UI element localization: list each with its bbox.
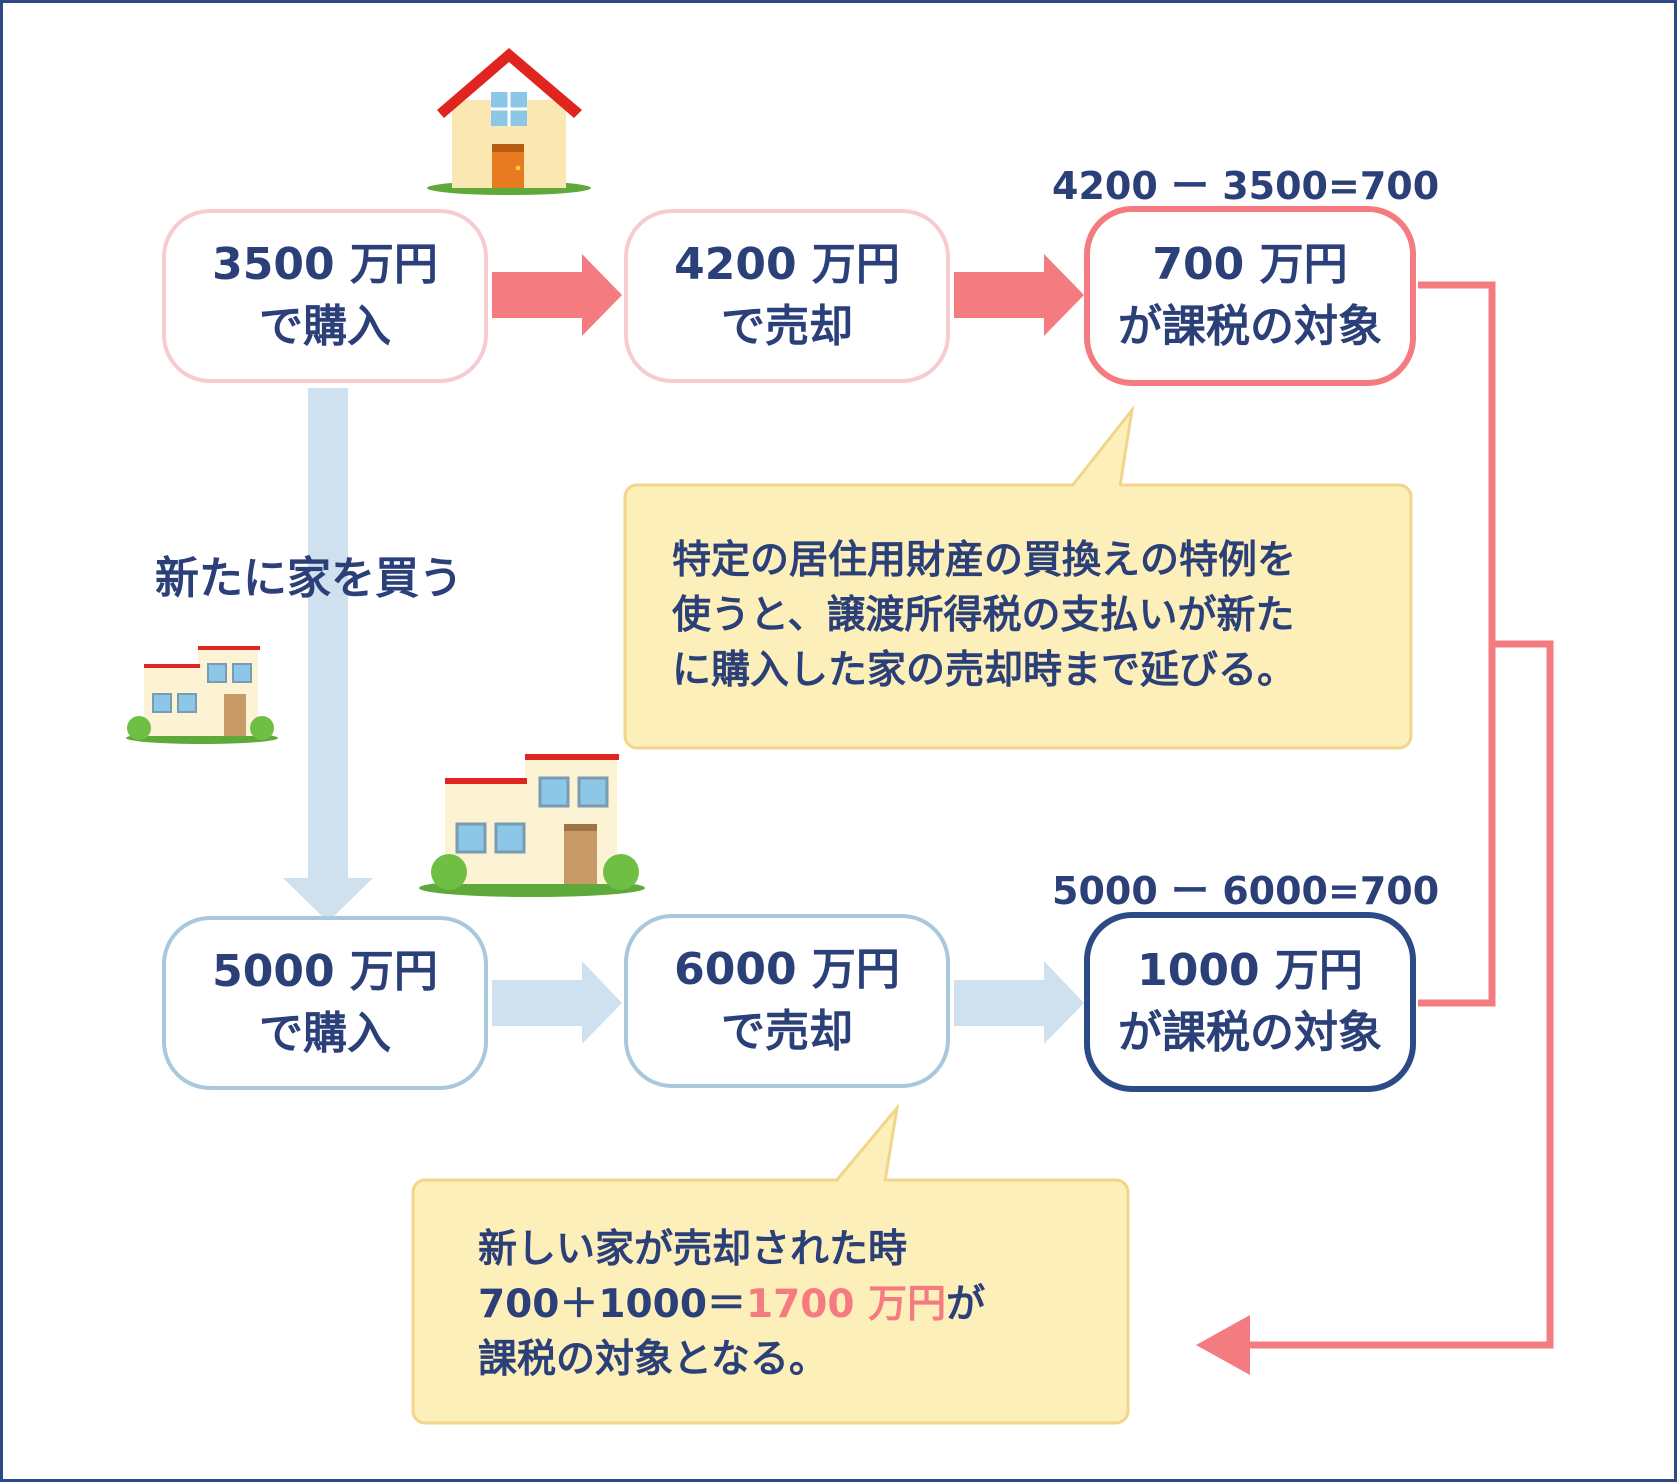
box-taxable-1000: 1000 万円 が課税の対象 [1084, 912, 1416, 1092]
arrow-top-2 [954, 254, 1084, 336]
note-top-line: 使うと、譲渡所得税の支払いが新た [672, 593, 1295, 638]
box-sale-4200: 4200 万円 で売却 [624, 209, 950, 383]
building-icon [419, 754, 645, 897]
box-sale-6000: 6000 万円 で売却 [624, 914, 950, 1088]
arrow-top-1 [492, 254, 622, 336]
box-purchase-5000: 5000 万円 で購入 [162, 916, 488, 1090]
note-bottom-line: 新しい家が売却された時 [478, 1227, 908, 1272]
side-label-buy-new-house: 新たに家を買う [155, 553, 463, 604]
formula-suffix: が [946, 1282, 986, 1327]
box-amount: 3500 万円 [212, 239, 438, 290]
arrow-bottom-1 [492, 961, 622, 1044]
calc-top: 4200 ー 3500=700 [1052, 164, 1440, 208]
box-taxable-700: 700 万円 が課税の対象 [1084, 206, 1416, 386]
box-amount: 6000 万円 [674, 944, 900, 995]
note-bubble-bottom [411, 1102, 1130, 1425]
small-building-icon [126, 646, 278, 744]
box-amount: 1000 万円 [1137, 945, 1363, 996]
connector-lines [1240, 281, 1554, 1349]
box-purchase-3500: 3500 万円 で購入 [162, 209, 488, 383]
arrow-bottom-2 [954, 961, 1084, 1044]
note-top-line: に購入した家の売却時まで延びる。 [672, 648, 1297, 693]
note-bottom-text: 新しい家が売却された時 700＋1000＝1700 万円が 課税の対象となる。 [478, 1222, 985, 1387]
formula-total: 1700 万円 [745, 1282, 947, 1327]
box-caption: で売却 [721, 301, 853, 352]
note-bottom-line: 課税の対象となる。 [478, 1337, 828, 1382]
house-icon [427, 48, 591, 195]
box-caption: で購入 [259, 301, 391, 352]
box-caption: が課税の対象 [1118, 1007, 1382, 1058]
result-arrowhead [1196, 1315, 1250, 1375]
box-caption: で購入 [259, 1008, 391, 1059]
note-bottom-formula: 700＋1000＝1700 万円が [478, 1277, 985, 1332]
note-top-text: 特定の居住用財産の買換えの特例を 使うと、譲渡所得税の支払いが新た に購入した家… [672, 533, 1296, 698]
down-arrow [283, 388, 373, 922]
box-amount: 4200 万円 [674, 239, 900, 290]
box-amount: 700 万円 [1152, 239, 1348, 290]
note-bubble-top [623, 404, 1413, 750]
formula-terms: 700＋1000＝ [478, 1282, 746, 1327]
calc-bottom: 5000 ー 6000=700 [1052, 869, 1440, 913]
box-caption: で売却 [721, 1006, 853, 1057]
box-caption: が課税の対象 [1118, 301, 1382, 352]
note-top-line: 特定の居住用財産の買換えの特例を [672, 538, 1297, 583]
box-amount: 5000 万円 [212, 946, 438, 997]
